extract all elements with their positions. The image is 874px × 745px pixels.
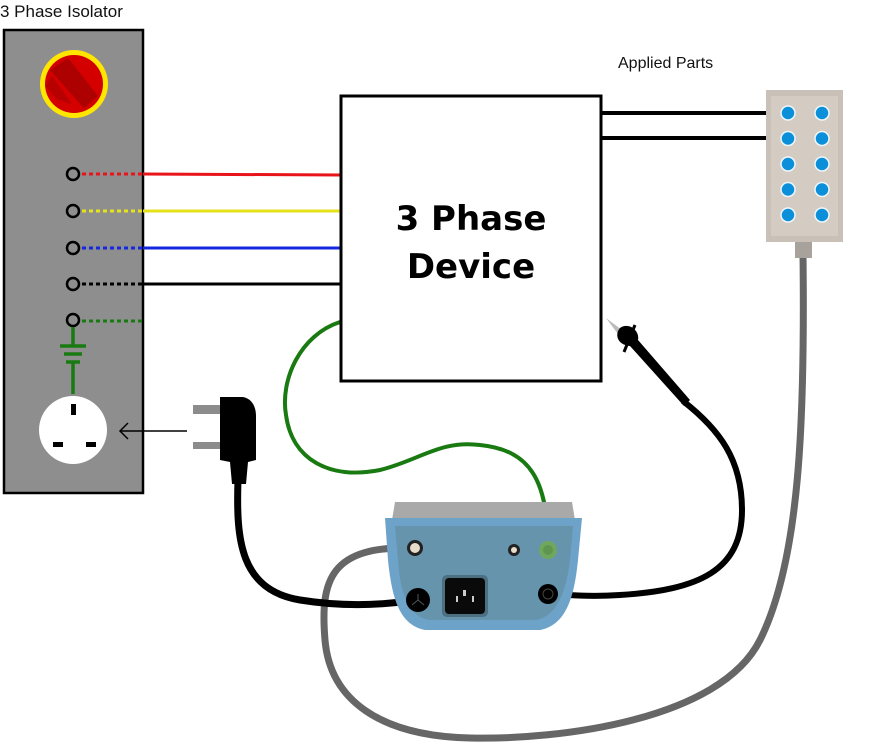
applied-parts-port[interactable] [407,540,423,556]
applied-part-socket[interactable] [780,156,796,172]
terminal-l1 [65,166,143,182]
applied-part-socket[interactable] [814,207,830,223]
earth-bond-cable [283,320,550,549]
terminal-l2 [65,203,143,219]
terminal-earth [65,312,143,328]
test-probe[interactable] [606,318,690,406]
applied-part-socket[interactable] [780,181,796,198]
earth-bond-port[interactable] [539,541,557,559]
applied-part-socket[interactable] [780,130,796,147]
aux-port[interactable] [508,544,520,556]
device-title-line1: 3 Phase [396,199,547,239]
earth-ground-icon [60,327,86,394]
applied-part-socket[interactable] [814,181,830,198]
applied-part-socket[interactable] [814,105,830,121]
device-title-line2: Device [407,247,535,287]
isolator-title: 3 Phase Isolator [0,2,123,21]
uk-mains-socket[interactable] [39,396,107,464]
applied-part-socket[interactable] [780,207,796,223]
iec-mains-inlet[interactable] [442,575,488,617]
applied-parts-title: Applied Parts [618,55,713,72]
applied-part-socket[interactable] [814,130,830,147]
applied-part-socket[interactable] [814,156,830,172]
safety-tester[interactable] [385,502,582,630]
three-phase-device[interactable]: 3 Phase Device [339,94,603,383]
isolator-panel [2,28,145,495]
applied-part-socket[interactable] [780,105,796,121]
test-probe-cable [551,398,746,599]
terminal-neutral [65,276,143,292]
applied-parts-box [766,90,843,258]
emergency-stop-switch[interactable] [40,50,108,118]
wire-l1 [142,172,342,177]
mains-plug[interactable] [193,397,256,484]
mains-cable-port[interactable] [406,588,430,612]
applied-parts-cable [320,251,807,742]
mains-plug-cable [234,479,416,609]
probe-port[interactable] [538,584,558,604]
arrow-left-icon [118,422,187,440]
terminal-l3 [65,240,143,256]
